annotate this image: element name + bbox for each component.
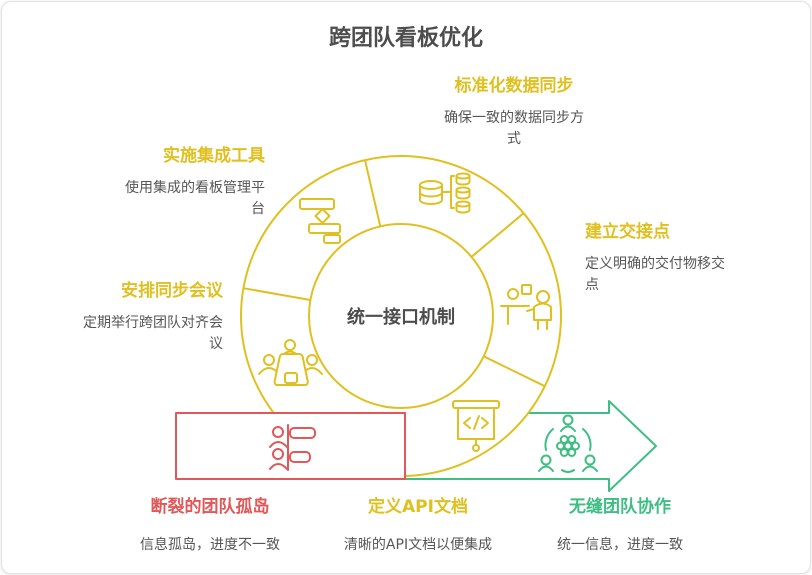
process-ring bbox=[240, 155, 562, 477]
silos-box bbox=[175, 412, 406, 480]
label-standardize-desc: 确保一致的数据同步方式 bbox=[444, 110, 584, 147]
team-collaboration-gear-icon bbox=[538, 414, 598, 473]
team-meeting-icon bbox=[258, 339, 323, 386]
label-tools: 实施集成工具 使用集成的看板管理平台 bbox=[115, 146, 265, 219]
label-collab-heading: 无缝团队协作 bbox=[569, 497, 671, 517]
label-meetings-heading: 安排同步会议 bbox=[121, 281, 223, 301]
database-sync-icon bbox=[419, 172, 471, 214]
label-handoff-desc: 定义明确的交付物移交点 bbox=[585, 256, 725, 293]
ring-dividers bbox=[242, 159, 546, 388]
ring-inner-circle bbox=[308, 223, 494, 409]
label-silos-heading: 断裂的团队孤岛 bbox=[150, 497, 270, 517]
label-tools-desc: 使用集成的看板管理平台 bbox=[125, 180, 265, 217]
code-presentation-icon bbox=[452, 400, 500, 452]
diagram-title: 跨团队看板优化 bbox=[328, 26, 483, 51]
label-collab: 无缝团队协作 统一信息，进度一致 bbox=[520, 497, 720, 556]
label-silos: 断裂的团队孤岛 信息孤岛，进度不一致 bbox=[110, 497, 310, 556]
label-api: 定义API文档 清晰的API文档以便集成 bbox=[318, 497, 518, 556]
handoff-presentation-icon bbox=[500, 284, 552, 330]
label-api-heading: 定义API文档 bbox=[368, 497, 468, 517]
label-handoff: 建立交接点 定义明确的交付物移交点 bbox=[585, 222, 735, 295]
kanban-timeline-icon bbox=[299, 198, 341, 244]
label-handoff-heading: 建立交接点 bbox=[585, 222, 670, 242]
center-label: 统一接口机制 bbox=[347, 307, 455, 328]
label-silos-desc: 信息孤岛，进度不一致 bbox=[140, 537, 280, 554]
label-standardize: 标准化数据同步 确保一致的数据同步方式 bbox=[439, 76, 589, 149]
label-tools-heading: 实施集成工具 bbox=[163, 146, 265, 166]
fragmented-teams-icon bbox=[269, 424, 316, 471]
label-meetings: 安排同步会议 定期举行跨团队对齐会议 bbox=[73, 281, 223, 354]
label-standardize-heading: 标准化数据同步 bbox=[454, 76, 574, 96]
label-meetings-desc: 定期举行跨团队对齐会议 bbox=[83, 315, 223, 352]
label-api-desc: 清晰的API文档以便集成 bbox=[343, 537, 493, 554]
label-collab-desc: 统一信息，进度一致 bbox=[557, 537, 683, 554]
